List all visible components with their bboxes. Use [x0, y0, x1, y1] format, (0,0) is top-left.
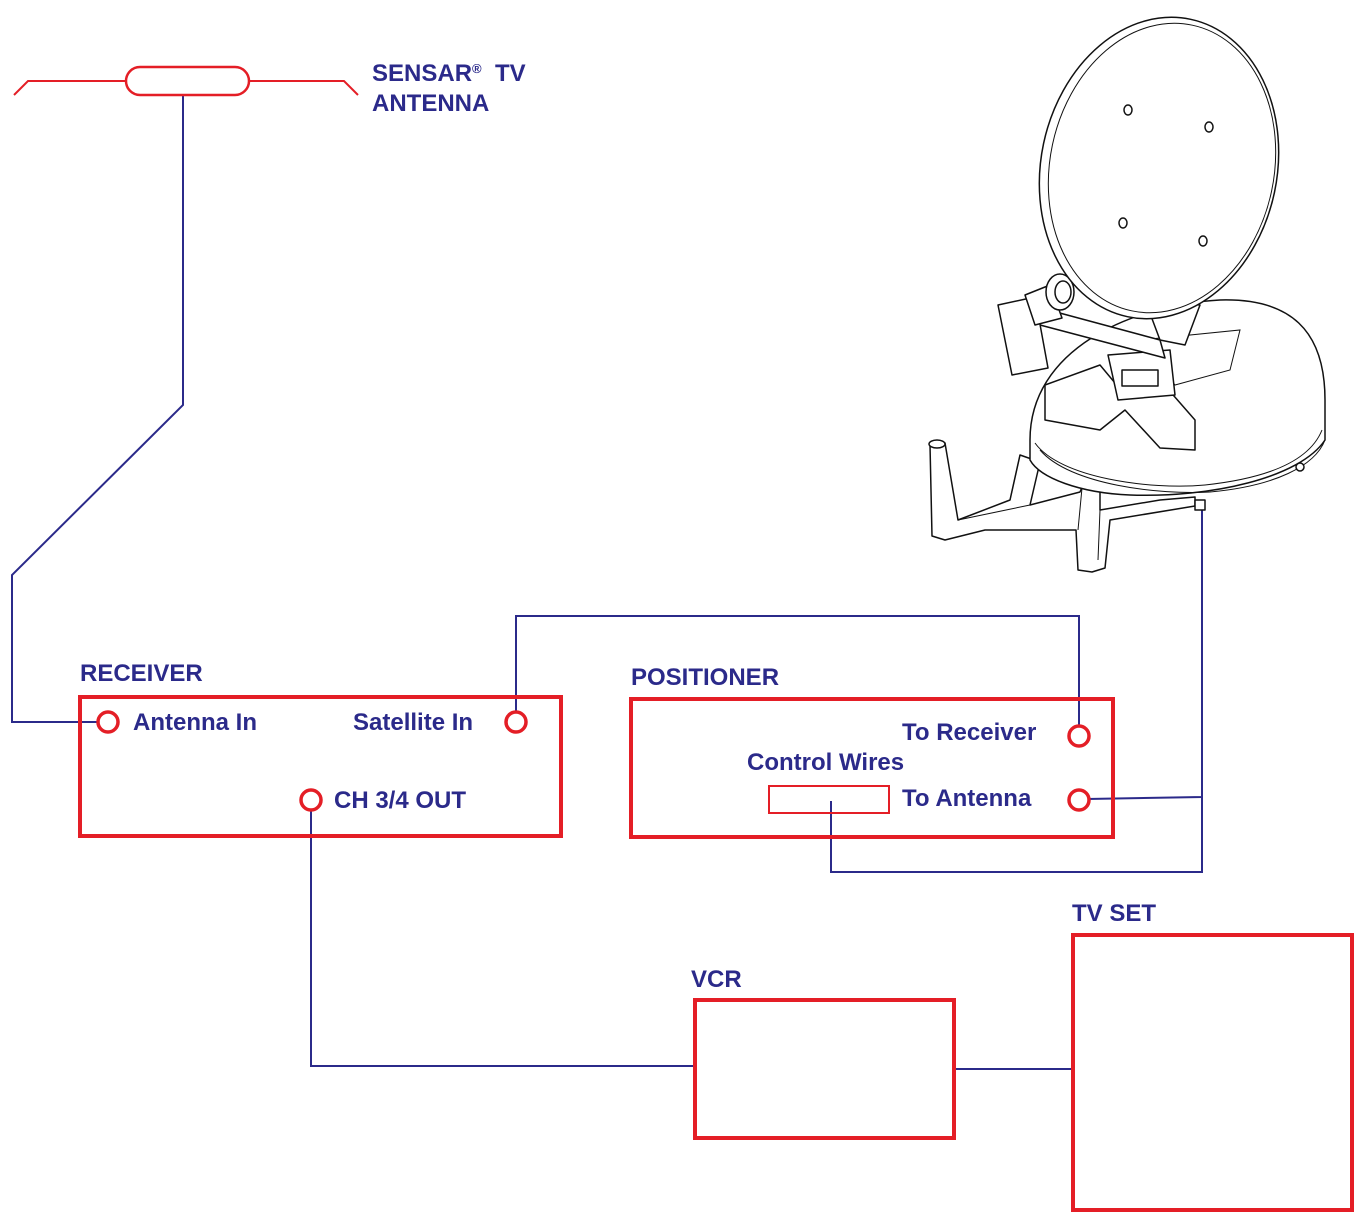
satellite-in-label: Satellite In [353, 709, 474, 736]
vcr-title: VCR [691, 966, 742, 993]
wire-receiver-to-vcr [310, 800, 696, 1067]
antenna-in-port [96, 710, 120, 734]
ch-out-port [299, 788, 323, 812]
to-receiver-port [1067, 724, 1091, 748]
receiver-box [78, 695, 563, 838]
receiver-title: RECEIVER [80, 660, 203, 687]
wire-antenna-to-receiver [11, 95, 184, 723]
wire-satellite-in-to-positioner [515, 615, 1080, 731]
to-antenna-label: To Antenna [902, 785, 1032, 812]
antenna-label-tv: TV [494, 60, 526, 87]
antenna-label-line2: ANTENNA [372, 90, 490, 117]
satellite-dish-icon [928, 16, 1326, 573]
antenna-label-line1: SENSAR [372, 60, 473, 87]
control-wires-connector [768, 785, 890, 814]
antenna-label: SENSAR® TV ANTENNA [372, 54, 526, 119]
wires [11, 95, 1203, 1070]
satellite-in-port [504, 710, 528, 734]
ch-out-label: CH 3/4 OUT [334, 787, 467, 814]
tv-set-title: TV SET [1072, 900, 1157, 927]
vcr-box [693, 998, 956, 1140]
to-antenna-port [1067, 788, 1091, 812]
positioner-box [629, 697, 1115, 839]
antenna-in-label: Antenna In [133, 709, 257, 736]
tv-set-box [1071, 933, 1354, 1212]
registered-mark: ® [472, 61, 482, 76]
to-receiver-label: To Receiver [902, 719, 1037, 746]
positioner-title: POSITIONER [631, 664, 780, 691]
sensar-antenna-icon [13, 65, 359, 97]
control-wires-label: Control Wires [747, 749, 905, 776]
